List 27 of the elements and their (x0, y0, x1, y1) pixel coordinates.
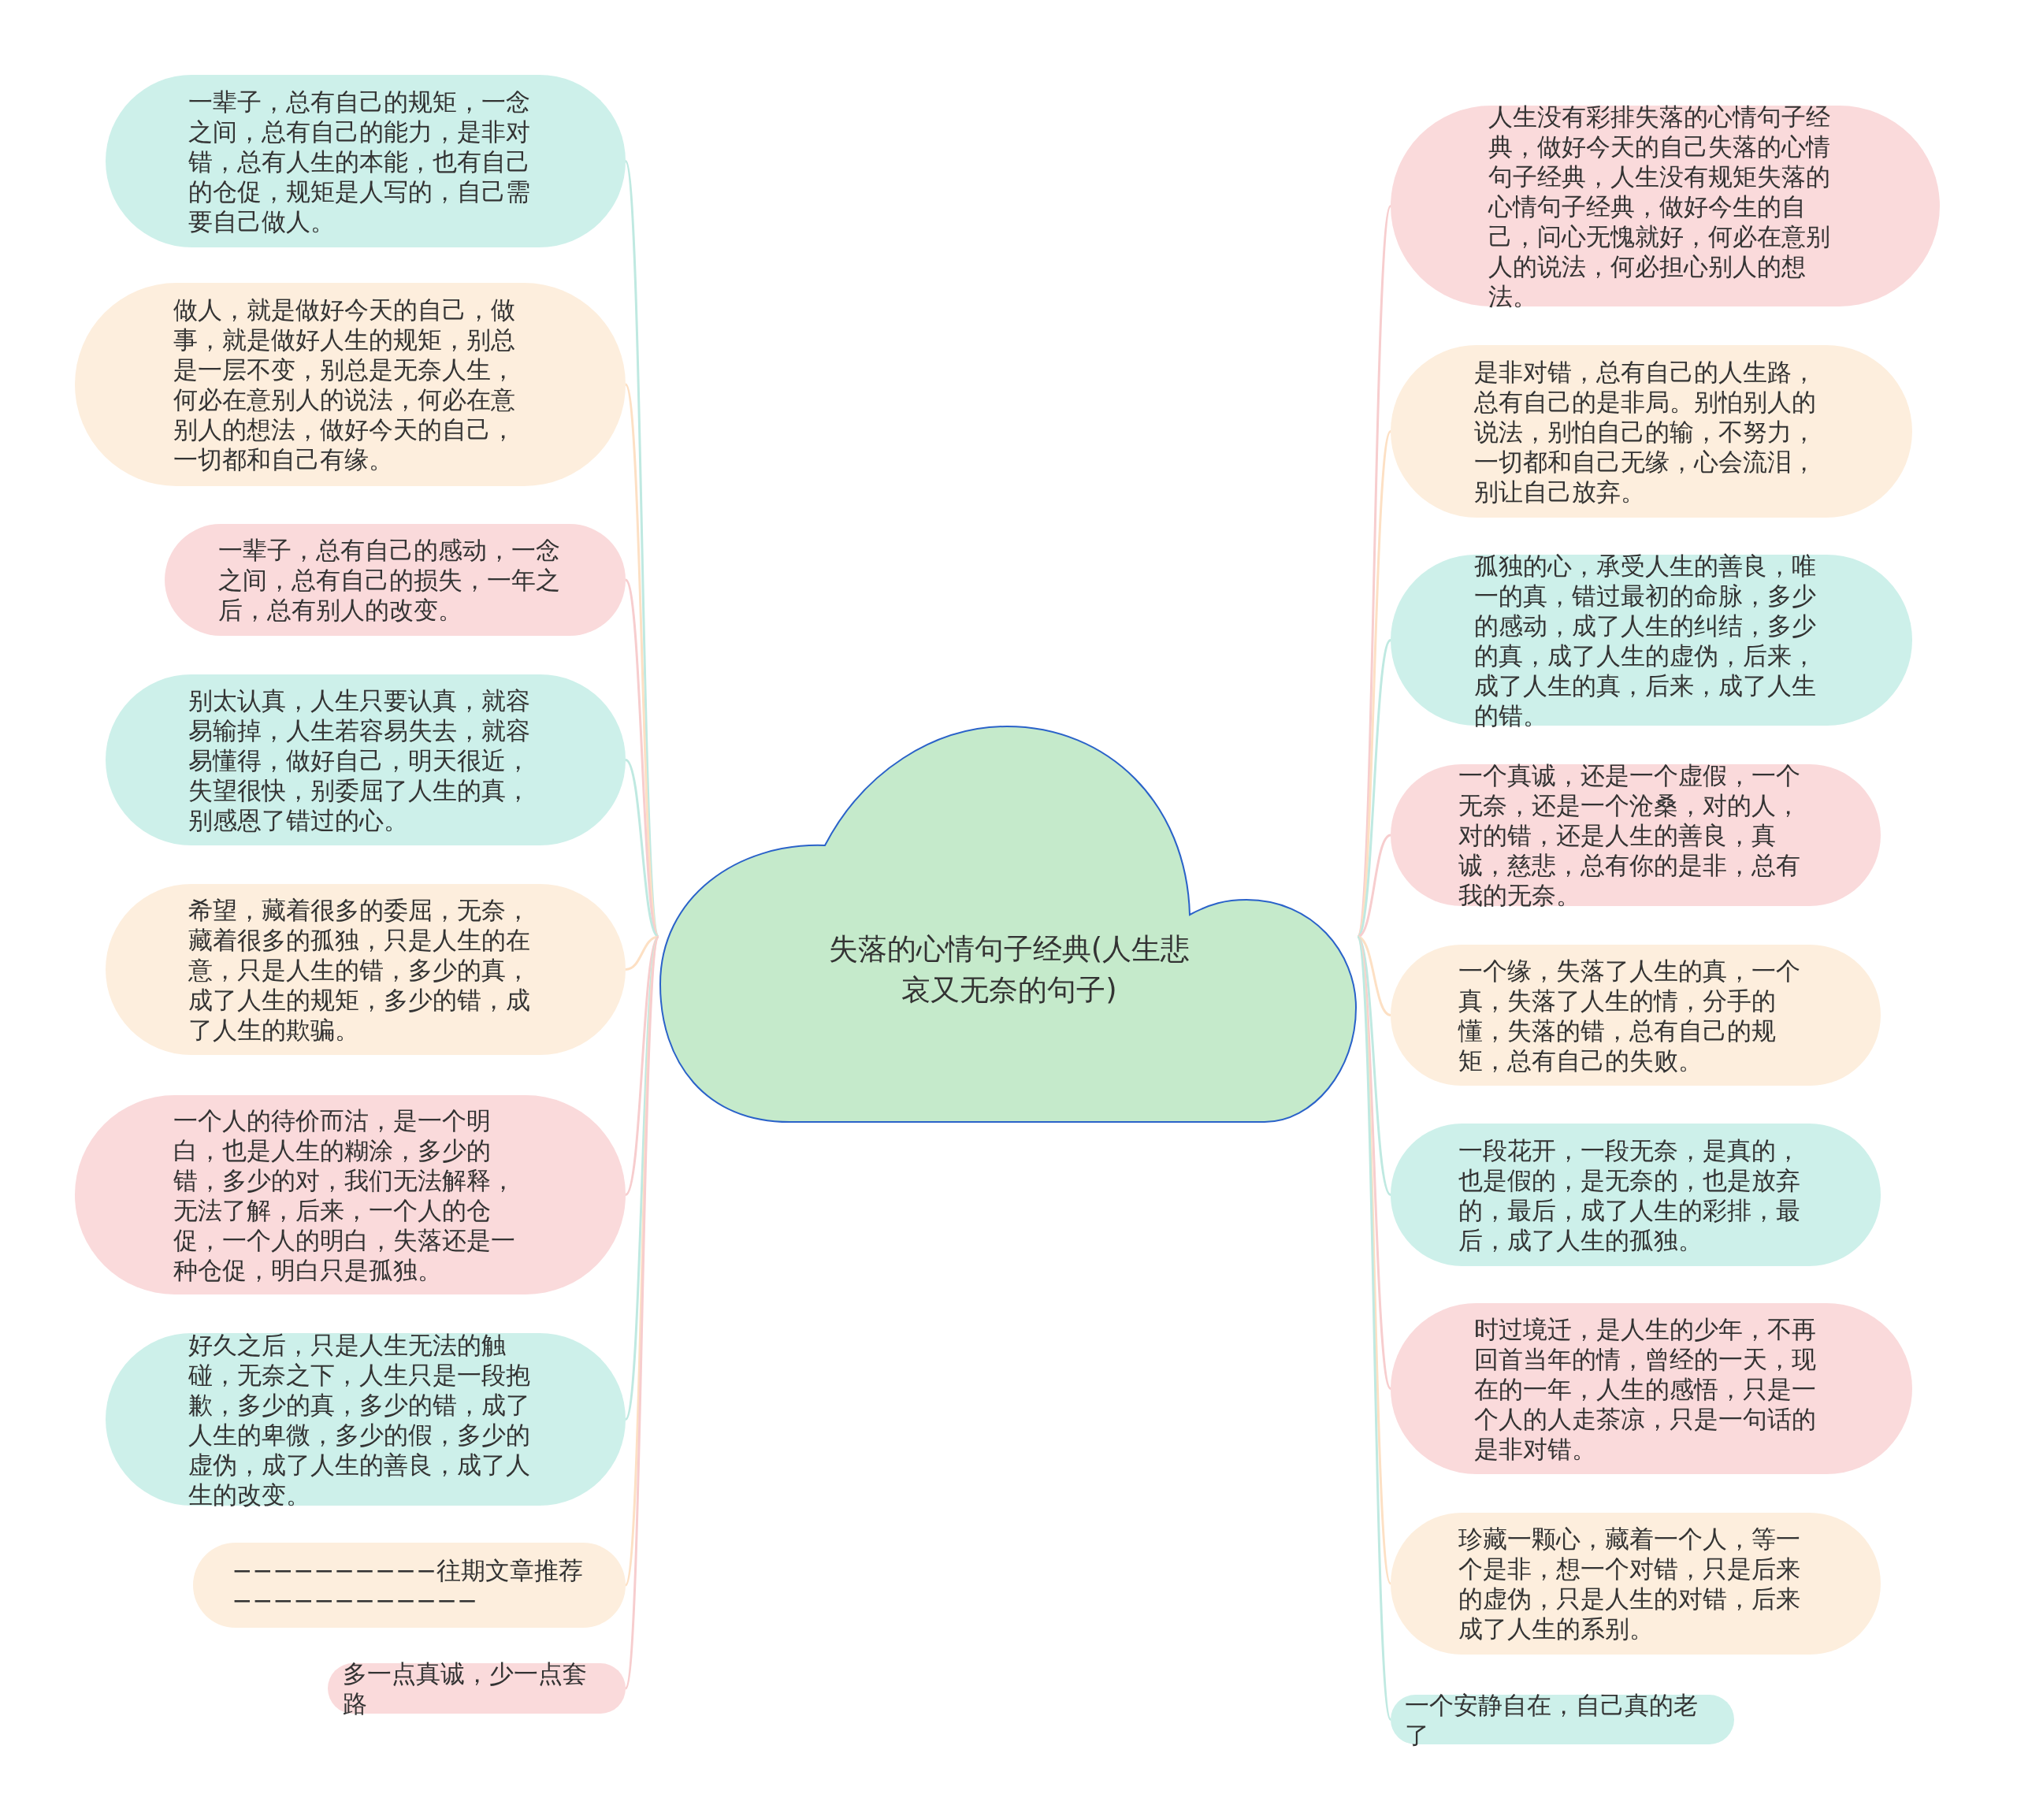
text-bubble: 一段花开，一段无奈，是真的，也是假的，是无奈的，也是放弃的，最后，成了人生的彩排，最后，成了人生的孤独。 (1391, 1124, 1881, 1266)
text-bubble: 一辈子，总有自己的规矩，一念之间，总有自己的能力，是非对错，总有人生的本能，也有自己的仓促，规矩是人写的，自己需要自己做人。 (106, 75, 626, 247)
text-bubble: 多一点真诚，少一点套路 (328, 1663, 626, 1714)
text-bubble: 别太认真，人生只要认真，就容易输掉，人生若容易失去，就容易懂得，做好自己，明天很近，失望很快，别委屈了人生的真，别感恩了错过的心。 (106, 674, 626, 845)
text-bubble: 一辈子，总有自己的感动，一念之间，总有自己的损失，一年之后，总有别人的改变。 (165, 524, 626, 636)
text-bubble: −−−−−−−−−−往期文章推荐−−−−−−−−−−−− (193, 1543, 626, 1628)
text-bubble: 一个人的待价而沽，是一个明白，也是人生的糊涂，多少的错，多少的对，我们无法解释，无法了解，后来，一个人的仓促，一个人的明白，失落还是一种仓促，明白只是孤独。 (75, 1095, 626, 1294)
connector-line (1357, 834, 1391, 938)
connector-line (624, 579, 660, 938)
connector-line (1357, 935, 1391, 1016)
text-bubble: 做人，就是做好今天的自己，做事，就是做好人生的规矩，别总是一层不变，别总是无奈人生，何必在意别人的说法，何必在意别人的想法，做好今天的自己，一切都和自己有缘。 (75, 283, 626, 486)
title-text: 失落的心情句子经典(人生悲哀又无奈的句子) (827, 931, 1191, 1008)
text-bubble: 人生没有彩排失落的心情句子经典，做好今天的自己失落的心情句子经典，人生没有规矩失落的心情句子经典，做好今生的自己，问心无愧就好，何必在意别人的说法，何必担心别人的想法。 (1391, 106, 1940, 306)
connector-line (1356, 936, 1392, 1584)
connector-line (625, 759, 659, 938)
connector-line (1356, 936, 1392, 1720)
text-bubble: 一个缘，失落了人生的真，一个真，失落了人生的情，分手的懂，失落的错，总有自己的规矩，总有自己的失败。 (1391, 945, 1881, 1086)
text-bubble: 希望，藏着很多的委屈，无奈，藏着很多的孤独，只是人生的在意，只是人生的错，多少的真，成了人生的规矩，多少的错，成了人生的欺骗。 (106, 884, 626, 1055)
text-bubble: 好久之后，只是人生无法的触碰，无奈之下，人生只是一段抱歉，多少的真，多少的错，成了人生的卑微，多少的假，多少的虚伪，成了人生的善良，成了人生的改变。 (106, 1333, 626, 1506)
text-bubble: 是非对错，总有自己的人生路，总有自己的是非局。别怕别人的说法，别怕自己的输，不努力，一切都和自己无缘，心会流泪，别让自己放弃。 (1391, 345, 1912, 518)
text-bubble: 孤独的心，承受人生的善良，唯一的真，错过最初的命脉，多少的感动，成了人生的纠结，多少的真，成了人生的虚伪，后来，成了人生的真，后来，成了人生的错。 (1391, 555, 1912, 726)
text-bubble: 珍藏一颗心，藏着一个人，等一个是非，想一个对错，只是后来的虚伪，只是人生的对错，后来成了人生的系别。 (1391, 1513, 1881, 1655)
connector-line (1356, 639, 1392, 938)
text-bubble: 时过境迁，是人生的少年，不再回首当年的情，曾经的一天，现在的一年，人生的感悟，只是一个人的人走茶凉，只是一句话的是非对错。 (1391, 1303, 1912, 1474)
text-bubble: 一个真诚，还是一个虚假，一个无奈，还是一个沧桑，对的人，对的错，还是人生的善良，真诚，慈悲，总有你的是非，总有我的无奈。 (1391, 764, 1881, 906)
connector-line (625, 935, 659, 971)
cloud-shape (659, 724, 1358, 1124)
